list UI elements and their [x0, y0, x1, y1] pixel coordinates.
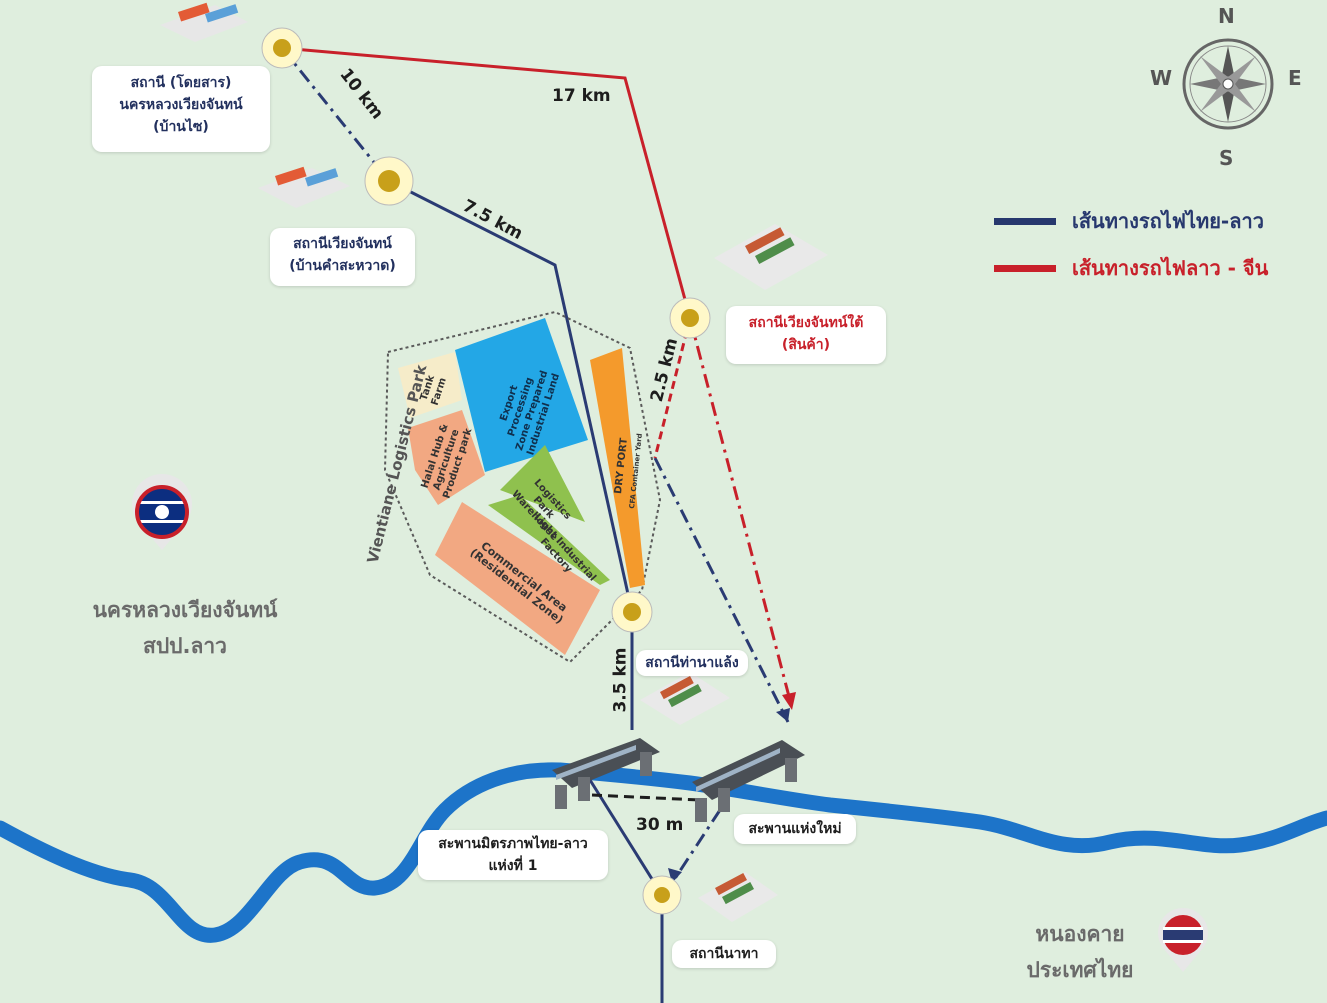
cargo-yard-icon [714, 224, 828, 290]
station-label-vientiane-south: สถานีเวียงจันทน์ใต้ (สินค้า) [726, 306, 886, 364]
compass-south: S [1219, 146, 1234, 170]
train-yard-icon [160, 2, 248, 42]
compass-east: E [1288, 66, 1302, 90]
cargo-yard-icon [698, 872, 778, 922]
zone-dry-port [590, 348, 645, 588]
cargo-yard-icon [640, 672, 730, 725]
bridge-label-first: สะพานมิตรภาพไทย-ลาว แห่งที่ 1 [418, 830, 608, 880]
thai-lao-branch [588, 779, 664, 896]
zone-light [488, 495, 610, 585]
bridge-gap [591, 793, 701, 802]
compass-north: N [1218, 4, 1235, 28]
station-node-thanaleng [611, 591, 653, 633]
distance-3-5km: 3.5 km [610, 647, 631, 713]
station-node-naatha [642, 875, 682, 915]
station-node-ban-xai [261, 27, 303, 69]
station-label-thanaleng: สถานีท่านาแล้ง [636, 650, 748, 676]
station-label-naatha: สถานีนาทา [672, 940, 776, 968]
station-node-kham-sa-vat [364, 156, 414, 206]
country-label-thailand: หนองคาย ประเทศไทย [1026, 922, 1134, 982]
station-node-vientiane-south [669, 297, 711, 339]
station-label-kham-sa-vat: สถานีเวียงจันทน์ (บ้านคำสะหวาด) [270, 228, 415, 286]
thai-lao-route [388, 179, 634, 730]
zone-tank-farm [398, 352, 462, 418]
legend-lao-china: เส้นทางรถไฟลาว - จีน [994, 252, 1268, 284]
arrow-head-3 [782, 692, 796, 710]
bridge-label-new: สะพานแห่งใหม่ [734, 814, 856, 844]
legend-line-thai-lao [994, 217, 1056, 225]
zone-commercial [435, 502, 600, 655]
compass-west: W [1150, 66, 1173, 90]
station-label-ban-xai: สถานี (โดยสาร) นครหลวงเวียงจันทน์ (บ้านไ… [92, 66, 270, 152]
thailand-location-pin-icon [1158, 907, 1208, 972]
logistics-park-outline [383, 310, 662, 664]
legend-line-lao-china [994, 264, 1056, 272]
zone-export [455, 318, 588, 472]
legend-thai-lao: เส้นทางรถไฟไทย-ลาว [994, 205, 1264, 237]
distance-30m: 30 m [636, 815, 684, 835]
zone-logistics [500, 445, 585, 522]
country-label-laos: นครหลวงเวียงจันทน์ สปป.ลาว [92, 598, 278, 658]
lao-china-dashed [653, 317, 692, 459]
arrow-head-1 [776, 708, 790, 722]
new-bridge [692, 740, 805, 822]
lao-china-dashdot [688, 317, 794, 709]
lao-china-route [281, 46, 692, 319]
laos-location-pin-icon [132, 474, 193, 550]
zone-halal [408, 410, 485, 505]
distance-17km: 17 km [552, 86, 611, 106]
friendship-bridge-1 [552, 738, 660, 809]
train-yard-icon [258, 166, 350, 208]
route-dashdot-dryport [653, 457, 790, 723]
compass-icon [1182, 38, 1274, 130]
